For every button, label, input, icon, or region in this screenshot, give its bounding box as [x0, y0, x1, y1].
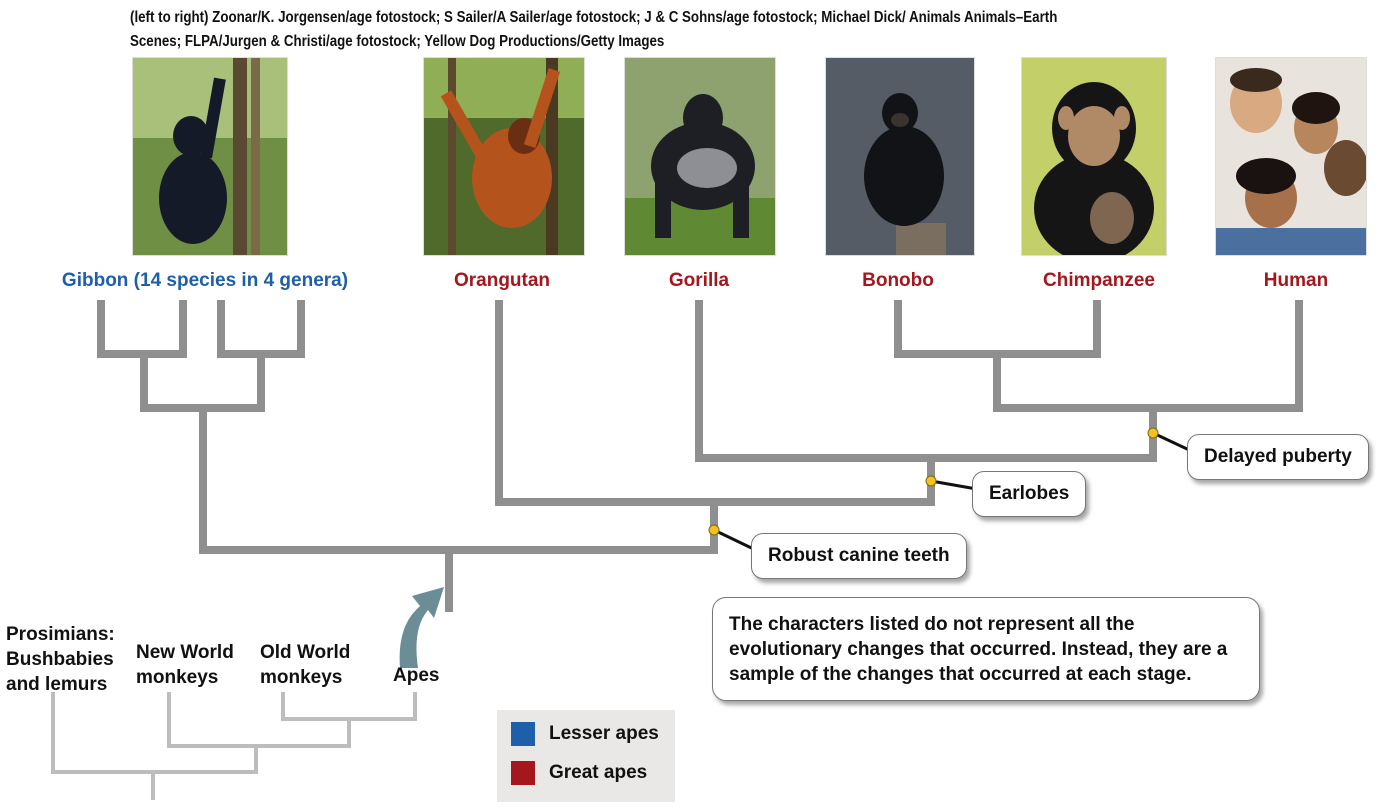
dot-robust-canine — [708, 524, 720, 536]
chimpanzee-photo — [1021, 57, 1167, 256]
ape-tree — [97, 300, 1303, 612]
dot-earlobes — [925, 475, 937, 487]
legend-item-great: Great apes — [511, 761, 647, 785]
catarrhine-branch — [167, 692, 351, 748]
label-prosimians: Prosimians: Bushbabies and lemurs — [6, 624, 115, 695]
gibbon-branches-left — [97, 300, 187, 358]
dot-delayed-puberty — [1147, 427, 1159, 439]
apes-arrow — [399, 587, 444, 668]
taxon-orangutan: Orangutan — [453, 270, 551, 291]
bonobo-chimp-branch — [894, 300, 1101, 358]
human-photo — [1215, 57, 1367, 256]
legend-swatch-lesser — [511, 722, 535, 746]
taxon-gorilla: Gorilla — [668, 270, 730, 291]
orangutan-photo — [423, 57, 585, 256]
legend-label-great: Great apes — [549, 762, 648, 783]
primate-tree — [51, 692, 417, 800]
taxon-human: Human — [1263, 270, 1329, 291]
label-old-world-monkeys: Old World monkeys — [260, 642, 351, 688]
taxon-chimpanzee: Chimpanzee — [1043, 270, 1155, 291]
photo-credits: (left to right) Zoonar/K. Jorgensen/age … — [130, 9, 1058, 50]
taxon-gibbon: Gibbon (14 species in 4 genera) — [61, 270, 349, 291]
gibbon-photo — [132, 57, 288, 256]
label-new-world-monkeys: New World monkeys — [136, 642, 234, 688]
gibbon-branches-right — [217, 300, 305, 358]
legend: Lesser apes Great apes — [497, 710, 675, 802]
bonobo-photo — [825, 57, 975, 256]
apes-oldworld-branch — [281, 692, 417, 721]
callout-earlobes: Earlobes — [972, 471, 1087, 517]
callout-robust-canine: Robust canine teeth — [751, 533, 967, 579]
legend-swatch-great — [511, 761, 535, 785]
gorilla-photo — [624, 57, 776, 256]
legend-label-lesser: Lesser apes — [549, 723, 659, 744]
orangutan-branch — [495, 300, 935, 506]
callout-delayed-puberty: Delayed puberty — [1187, 434, 1369, 480]
characters-note: The characters listed do not represent a… — [712, 597, 1260, 701]
character-dots — [708, 427, 1159, 536]
legend-item-lesser: Lesser apes — [511, 722, 659, 746]
label-apes: Apes — [393, 665, 440, 686]
pan-human-branch — [993, 300, 1303, 412]
gibbon-branch-join — [140, 354, 265, 412]
taxon-bonobo: Bonobo — [862, 270, 934, 291]
gorilla-branch — [695, 300, 1157, 462]
anthropoid-branch — [51, 692, 258, 774]
